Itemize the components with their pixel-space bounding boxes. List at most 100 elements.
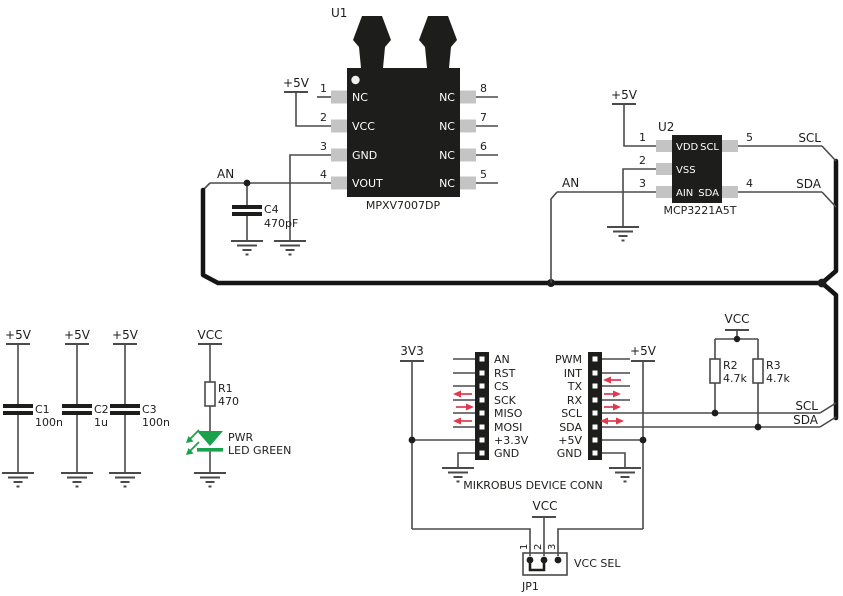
r3-resistor [752,358,764,384]
c4-filter: AN C4 470pF [217,167,298,256]
jp1-5v-wire [557,528,643,556]
mikrobus-pin-label: SCK [494,394,517,407]
r3-value: 4.7k [766,372,790,385]
jp1-pin-number: 2 [533,544,544,550]
i2c-pullups: VCC R2 4.7k R3 4.7k SCL SDA [709,312,837,431]
c3-power-label: +5V [112,328,139,342]
u1-pin-name: VCC [352,120,375,133]
mikrobus-gnd-wire [602,452,626,467]
mikrobus-pin-label: RST [494,367,516,380]
u1-pin-name: NC [439,177,455,190]
u1-pin1-marker [351,75,360,85]
mikrobus-right-header [588,352,602,460]
led-desc-label: LED GREEN [228,444,291,457]
u1-pin-stub [460,148,476,162]
scl-net-label: SCL [798,131,821,145]
u2-pin-name: VDD [676,142,699,153]
c4-refdes: C4 [264,203,279,216]
jp1-jumper-body [522,552,568,576]
mikrobus-right-power-label: +5V [630,344,657,358]
scl-bus-exit [819,402,837,414]
u2-adc: +5V AN 1 2 3 5 4 VDD SCL VSS AIN SDA U2 … [557,88,837,242]
u1-pin-name: NC [439,149,455,162]
u1-pin-stub [460,90,476,104]
u1-pin-name: NC [439,91,455,104]
arrow-left-head-icon [453,390,461,398]
mikrobus-pin-label: AN [494,353,510,366]
led-emission-arrow [189,441,200,452]
an-net-label: AN [562,176,579,190]
mikrobus-pin-label: PWM [555,353,582,366]
signal-direction-arrows [453,376,624,425]
c4-capacitor-plate [232,212,262,216]
arrow-right-head-icon [613,390,621,398]
u1-pin-number: 5 [480,168,487,181]
mikrobus-pin-label: GND [557,447,582,460]
u1-pin-stub [331,90,347,104]
u2-pin-number: 1 [639,131,646,144]
jp1-pin-number: 3 [547,544,558,550]
u2-pin-name: SDA [698,188,719,199]
u2-pin-name: SCL [700,142,719,153]
junction-dot [754,423,762,431]
mikrobus-pin-label: CS [494,380,509,393]
u1-pin-name: VOUT [352,177,383,190]
jp1-pin-number: 1 [519,544,530,550]
u2-pin-number: 4 [746,177,753,190]
arrow-right-head-icon [466,403,474,411]
ground-symbol [273,240,307,256]
junction-dot [639,436,647,444]
mikrobus-pin-label: MOSI [494,421,522,434]
u2-ic-body [672,135,722,203]
c1-refdes: C1 [35,403,50,416]
u1-pin-number: 2 [320,111,327,124]
led-emission-arrowhead [186,448,194,455]
jp1-jumper-bridge [528,563,546,572]
ground-symbol [606,226,640,242]
u2-pin-stub [656,163,672,175]
ground-symbol [608,467,642,483]
u1-pin-number: 7 [480,111,487,124]
r3-refdes: R3 [766,359,781,372]
u2-pin-name: VSS [676,165,696,176]
c1-value: 100n [35,416,63,429]
r2-resistor [709,358,721,384]
jp1-function-label: VCC SEL [574,557,621,570]
u2-pin-number: 2 [639,154,646,167]
u2-vss-wire [622,168,656,226]
c4-value: 470pF [264,217,298,230]
u1-pin-stub [331,148,347,162]
arrow-bidirectional-head-icon [600,417,608,425]
mikrobus-gnd-wire [457,452,475,467]
mikrobus-pin-label: RX [567,394,583,407]
u1-refdes: U1 [331,6,347,20]
u2-refdes: U2 [658,120,674,134]
u1-port-nozzle-right [419,16,457,68]
r2-refdes: R2 [723,359,738,372]
c1-power-label: +5V [5,328,32,342]
junction-dot [243,179,251,187]
u2-pin-stub [722,140,738,152]
r2-value: 4.7k [723,372,747,385]
r1-power-label: VCC [198,328,223,342]
c3-capacitor-plate [110,404,140,408]
u1-port-nozzle-left [353,16,391,68]
jp1-pin [526,556,534,564]
mikrobus-pin-label: MISO [494,407,523,420]
u2-power-label: +5V [611,88,638,102]
arrow-left-head-icon [453,417,461,425]
u2-pin-number: 3 [639,177,646,190]
u1-gnd-wire [289,154,331,240]
bus-left-run [200,187,825,286]
c3-refdes: C3 [142,403,157,416]
ground-symbol [1,472,35,488]
sda-net-label: SDA [796,177,822,191]
mikrobus-title: MIKROBUS DEVICE CONN [463,479,602,492]
scl-bus-entry [821,145,837,162]
u1-pin-number: 8 [480,82,487,95]
u1-power-label: +5V [283,76,310,90]
u1-pin-number: 4 [320,168,327,181]
junction-dot [711,409,719,417]
